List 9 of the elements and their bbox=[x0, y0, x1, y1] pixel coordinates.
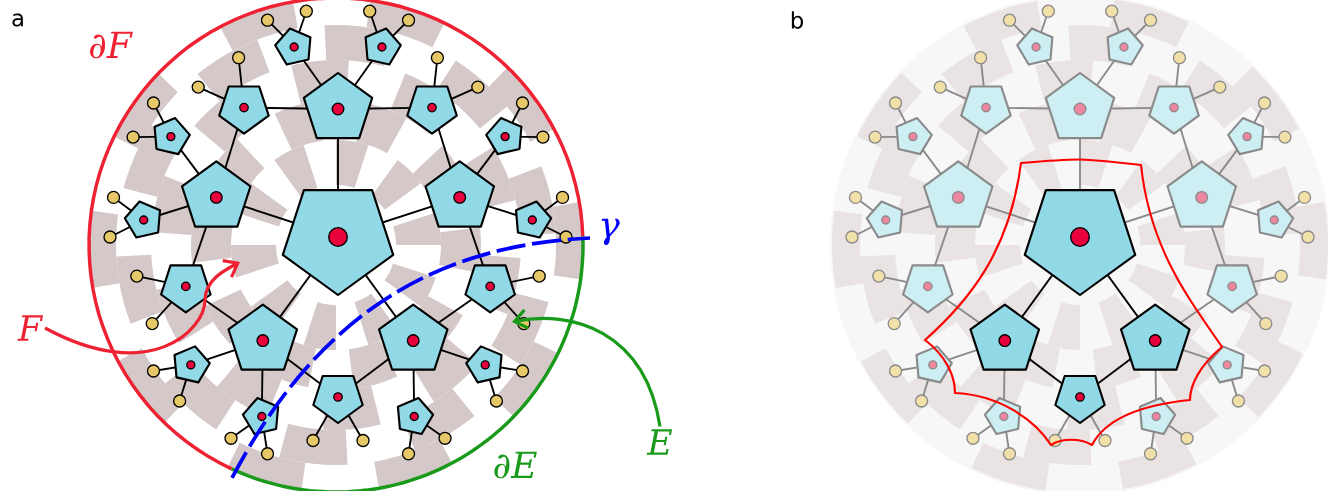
panel-label: b bbox=[791, 11, 803, 29]
panel-label: a bbox=[12, 13, 23, 27]
leader-arrow bbox=[44, 259, 240, 355]
region-label: F bbox=[17, 315, 44, 341]
math-label: ∂F bbox=[90, 31, 133, 59]
region-label: E bbox=[646, 429, 673, 455]
leader-arrow bbox=[512, 308, 662, 427]
math-label: γ bbox=[601, 218, 620, 246]
math-label: ∂E bbox=[494, 451, 537, 479]
